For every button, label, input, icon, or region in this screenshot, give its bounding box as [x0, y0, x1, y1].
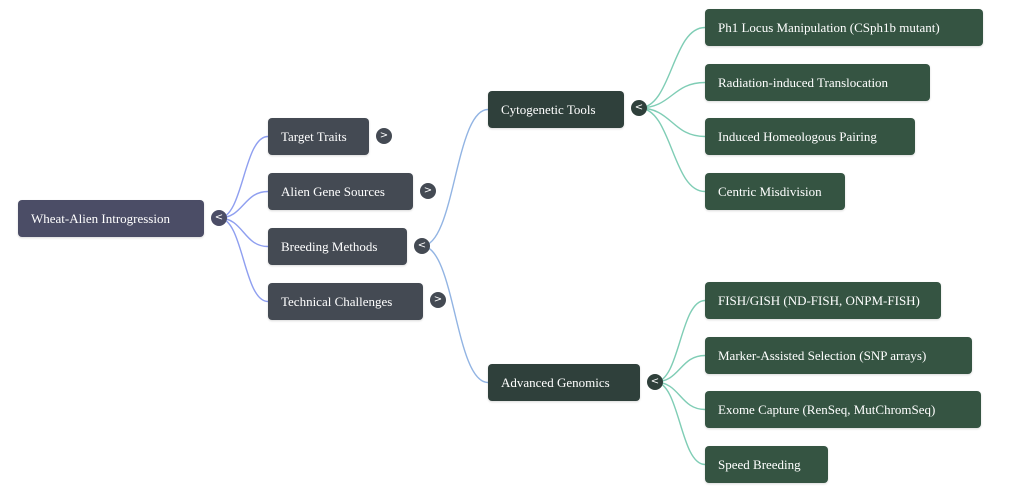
collapse-toggle-icon[interactable]: < — [211, 210, 227, 226]
node-advanced-genomics[interactable]: Advanced Genomics — [488, 364, 640, 401]
node-label: Cytogenetic Tools — [501, 102, 596, 117]
node-cytogenetic-tools[interactable]: Cytogenetic Tools — [488, 91, 624, 128]
connector-node-technical-challenges — [218, 217, 269, 303]
root-node-label: Wheat-Alien Introgression — [31, 211, 170, 226]
expand-toggle-icon[interactable]: > — [376, 128, 392, 144]
leaf-ph1-locus-manipulation[interactable]: Ph1 Locus Manipulation (CSph1b mutant) — [705, 9, 983, 46]
node-breeding-methods[interactable]: Breeding Methods — [268, 228, 407, 265]
connector-leaf-induced-homeologous-pairing — [638, 107, 706, 138]
node-label: Radiation-induced Translocation — [718, 75, 889, 90]
node-label: Speed Breeding — [718, 457, 801, 472]
leaf-centric-misdivision[interactable]: Centric Misdivision — [705, 173, 845, 210]
node-label: Technical Challenges — [281, 294, 393, 309]
leaf-speed-breeding[interactable]: Speed Breeding — [705, 446, 828, 483]
collapse-toggle-icon[interactable]: < — [414, 238, 430, 254]
node-label: Breeding Methods — [281, 239, 378, 254]
connector-node-target-traits — [218, 135, 269, 219]
node-alien-gene-sources[interactable]: Alien Gene Sources — [268, 173, 413, 210]
expand-toggle-icon[interactable]: > — [420, 183, 436, 199]
node-label: Induced Homeologous Pairing — [718, 129, 877, 144]
node-technical-challenges[interactable]: Technical Challenges — [268, 283, 423, 320]
leaf-fish-gish[interactable]: FISH/GISH (ND-FISH, ONPM-FISH) — [705, 282, 941, 319]
connector-node-advanced-genomics — [421, 245, 489, 384]
connector-leaf-ph1-locus-manipulation — [638, 26, 706, 109]
connector-leaf-centric-misdivision — [638, 107, 706, 193]
leaf-marker-assisted-selection[interactable]: Marker-Assisted Selection (SNP arrays) — [705, 337, 972, 374]
connector-leaf-speed-breeding — [654, 381, 706, 466]
node-label: FISH/GISH (ND-FISH, ONPM-FISH) — [718, 293, 920, 308]
node-target-traits[interactable]: Target Traits — [268, 118, 369, 155]
node-label: Ph1 Locus Manipulation (CSph1b mutant) — [718, 20, 940, 35]
connector-leaf-fish-gish — [654, 299, 706, 383]
node-label: Advanced Genomics — [501, 375, 610, 390]
leaf-exome-capture[interactable]: Exome Capture (RenSeq, MutChromSeq) — [705, 391, 981, 428]
collapse-toggle-icon[interactable]: < — [647, 374, 663, 390]
connector-node-cytogenetic-tools — [421, 108, 489, 247]
leaf-induced-homeologous-pairing[interactable]: Induced Homeologous Pairing — [705, 118, 915, 155]
node-label: Alien Gene Sources — [281, 184, 385, 199]
leaf-radiation-induced-translocation[interactable]: Radiation-induced Translocation — [705, 64, 930, 101]
node-label: Marker-Assisted Selection (SNP arrays) — [718, 348, 927, 363]
connector-leaf-exome-capture — [654, 381, 706, 411]
connector-leaf-marker-assisted-selection — [654, 354, 706, 383]
collapse-toggle-icon[interactable]: < — [631, 100, 647, 116]
node-label: Centric Misdivision — [718, 184, 822, 199]
connector-node-breeding-methods — [218, 217, 269, 248]
node-label: Target Traits — [281, 129, 347, 144]
expand-toggle-icon[interactable]: > — [430, 292, 446, 308]
connector-leaf-radiation-induced-translocation — [638, 81, 706, 109]
node-label: Exome Capture (RenSeq, MutChromSeq) — [718, 402, 936, 417]
root-node[interactable]: Wheat-Alien Introgression — [18, 200, 204, 237]
